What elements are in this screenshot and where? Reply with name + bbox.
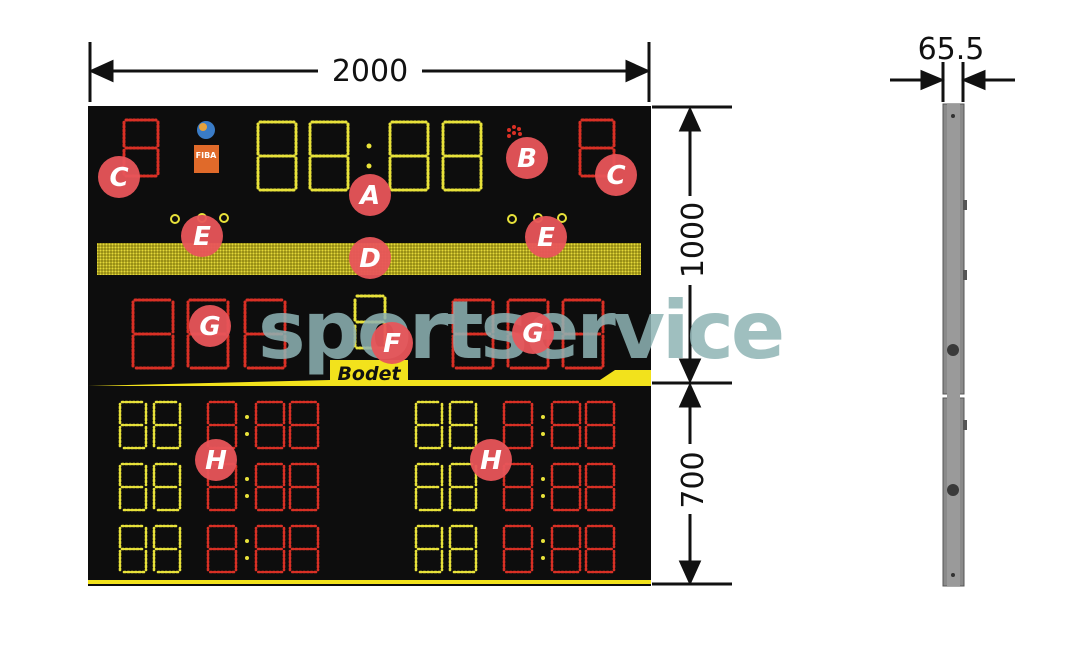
digits-layer bbox=[118, 118, 616, 574]
player-1-1-time-2 bbox=[254, 400, 286, 450]
marker-label: G bbox=[199, 312, 220, 342]
depth-label: 65.5 bbox=[918, 32, 985, 67]
markers-layer: C C A B E E D G G F H H bbox=[98, 137, 637, 481]
score-left-digit-3 bbox=[243, 298, 287, 370]
player-2-1-time-3 bbox=[584, 400, 616, 450]
score-left-digit-1 bbox=[131, 298, 175, 370]
marker-h-11: H bbox=[195, 439, 237, 481]
player-1-1-number-2 bbox=[152, 400, 182, 450]
clock-digit-1 bbox=[256, 120, 298, 192]
player-1-1-number-1 bbox=[118, 400, 148, 450]
fiba-logo: FIBA bbox=[194, 121, 219, 173]
score-right-digit-1 bbox=[451, 298, 495, 370]
height-dimension bbox=[652, 105, 732, 586]
player-2-2-time-2 bbox=[550, 462, 582, 512]
side-profile bbox=[942, 103, 967, 587]
marker-f-10: F bbox=[371, 322, 413, 364]
marker-label: H bbox=[205, 446, 227, 476]
marker-label: D bbox=[359, 244, 381, 274]
marker-e-6: E bbox=[525, 216, 567, 258]
marker-label: C bbox=[109, 163, 128, 193]
player-1-3-number-1 bbox=[118, 524, 148, 574]
marker-a-3: A bbox=[349, 174, 391, 216]
player-1-3-time-colon bbox=[245, 539, 249, 560]
player-1-2-number-1 bbox=[118, 462, 148, 512]
width-label: 2000 bbox=[332, 54, 408, 89]
clock-digit-3 bbox=[388, 120, 430, 192]
marker-b-4: B bbox=[506, 137, 548, 179]
clock-digit-2 bbox=[308, 120, 350, 192]
width-dimension bbox=[88, 42, 651, 102]
player-1-2-time-2 bbox=[254, 462, 286, 512]
player-2-1-time-2 bbox=[550, 400, 582, 450]
player-2-1-time-1 bbox=[502, 400, 534, 450]
clock-colon bbox=[366, 143, 372, 169]
marker-label: F bbox=[383, 329, 401, 359]
score-right-digit-2 bbox=[506, 298, 550, 370]
marker-e-5: E bbox=[181, 215, 223, 257]
player-1-3-time-2 bbox=[254, 524, 286, 574]
player-2-3-time-1 bbox=[502, 524, 534, 574]
player-2-3-number-2 bbox=[448, 524, 478, 574]
fiba-text: FIBA bbox=[196, 151, 218, 160]
player-1-2-time-3 bbox=[288, 462, 320, 512]
marker-label: G bbox=[522, 319, 543, 349]
depth-dimension bbox=[890, 62, 1015, 102]
marker-label: A bbox=[358, 181, 380, 211]
player-1-2-time-colon bbox=[245, 477, 249, 498]
player-2-1-time-colon bbox=[541, 415, 545, 436]
player-2-3-number-1 bbox=[414, 524, 444, 574]
marker-label: E bbox=[193, 222, 211, 252]
player-2-2-time-1 bbox=[502, 462, 534, 512]
player-2-3-time-colon bbox=[541, 539, 545, 560]
player-2-3-time-3 bbox=[584, 524, 616, 574]
player-1-3-time-3 bbox=[288, 524, 320, 574]
player-2-3-time-2 bbox=[550, 524, 582, 574]
player-2-1-number-1 bbox=[414, 400, 444, 450]
player-2-2-number-2 bbox=[448, 462, 478, 512]
score-right-digit-3 bbox=[561, 298, 605, 370]
marker-h-12: H bbox=[470, 439, 512, 481]
bodet-logo: Bodet bbox=[337, 363, 401, 385]
player-2-2-time-colon bbox=[541, 477, 545, 498]
marker-g-8: G bbox=[189, 305, 231, 347]
marker-d-7: D bbox=[349, 237, 391, 279]
marker-label: H bbox=[480, 446, 502, 476]
height-bottom-label: 700 bbox=[676, 451, 711, 508]
player-2-2-number-1 bbox=[414, 462, 444, 512]
clock-digit-4 bbox=[441, 120, 483, 192]
player-1-1-time-colon bbox=[245, 415, 249, 436]
marker-label: E bbox=[537, 223, 555, 253]
marker-label: C bbox=[606, 161, 625, 191]
scoreboard: Bodet FIBA bbox=[88, 106, 651, 586]
player-2-2-time-3 bbox=[584, 462, 616, 512]
player-1-2-number-2 bbox=[152, 462, 182, 512]
buzzer-icon bbox=[507, 125, 522, 138]
player-1-3-number-2 bbox=[152, 524, 182, 574]
height-top-label: 1000 bbox=[676, 202, 711, 278]
marker-g-9: G bbox=[512, 312, 554, 354]
player-1-3-time-1 bbox=[206, 524, 238, 574]
player-2-1-number-2 bbox=[448, 400, 478, 450]
marker-label: B bbox=[517, 144, 537, 174]
marker-c-2: C bbox=[595, 154, 637, 196]
marker-c-1: C bbox=[98, 156, 140, 198]
player-1-1-time-3 bbox=[288, 400, 320, 450]
